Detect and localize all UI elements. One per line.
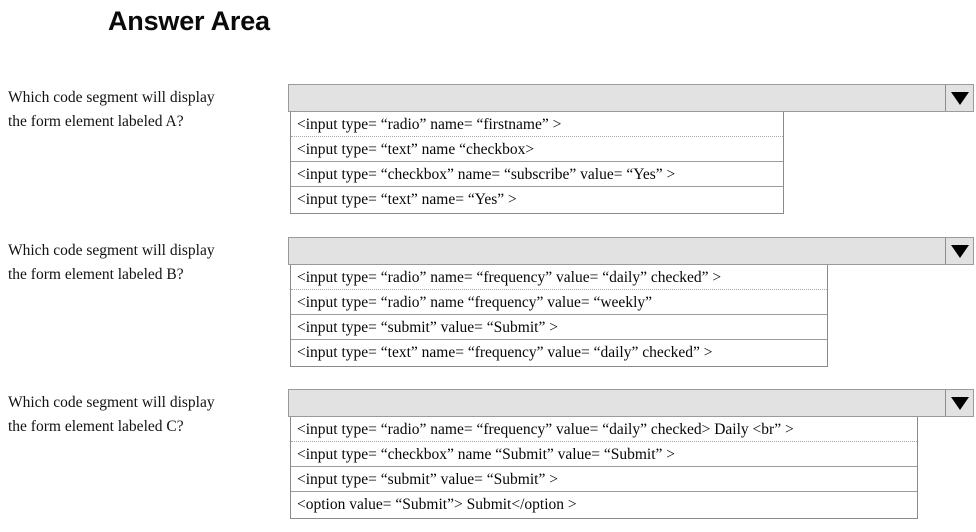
question-label-c-line2: the form element labeled C?	[8, 418, 184, 435]
dropdown-option[interactable]: <input type= “radio” name= “frequency” v…	[291, 265, 827, 290]
question-label-c: Which code segment will display the form…	[8, 391, 284, 439]
dropdown-select-c[interactable]	[288, 389, 974, 417]
question-label-c-line1: Which code segment will display	[8, 394, 215, 411]
dropdown-option[interactable]: <input type= “text” name= “frequency” va…	[291, 340, 827, 366]
dropdown-option[interactable]: <input type= “radio” name= “firstname” >	[291, 112, 783, 137]
dropdown-option[interactable]: <input type= “checkbox” name “Submit” va…	[291, 442, 917, 467]
question-label-a: Which code segment will display the form…	[8, 86, 284, 134]
dropdown-select-a[interactable]	[288, 84, 974, 112]
dropdown-toggle-a[interactable]	[945, 85, 973, 111]
question-label-b: Which code segment will display the form…	[8, 239, 284, 287]
dropdown-select-b[interactable]	[288, 237, 974, 265]
chevron-down-icon	[950, 244, 969, 258]
dropdown-option[interactable]: <input type= “submit” value= “Submit” >	[291, 467, 917, 492]
question-label-b-line1: Which code segment will display	[8, 242, 215, 259]
dropdown-option[interactable]: <input type= “text” name= “Yes” >	[291, 187, 783, 213]
question-label-a-line2: the form element labeled A?	[8, 113, 184, 130]
dropdown-options-c[interactable]: <input type= “radio” name= “frequency” v…	[290, 417, 918, 519]
dropdown-option[interactable]: <option value= “Submit”> Submit</option …	[291, 492, 917, 518]
dropdown-option[interactable]: <input type= “checkbox” name= “subscribe…	[291, 162, 783, 187]
dropdown-option[interactable]: <input type= “text” name “checkbox>	[291, 137, 783, 162]
dropdown-select-a-value	[289, 85, 945, 111]
dropdown-toggle-c[interactable]	[945, 390, 973, 416]
dropdown-toggle-b[interactable]	[945, 238, 973, 264]
dropdown-select-c-value	[289, 390, 945, 416]
page-title: Answer Area	[108, 6, 270, 36]
dropdown-option[interactable]: <input type= “radio” name “frequency” va…	[291, 290, 827, 315]
dropdown-options-b[interactable]: <input type= “radio” name= “frequency” v…	[290, 265, 828, 367]
chevron-down-icon	[950, 91, 969, 105]
dropdown-option[interactable]: <input type= “radio” name= “frequency” v…	[291, 417, 917, 442]
question-label-b-line2: the form element labeled B?	[8, 266, 184, 283]
dropdown-select-b-value	[289, 238, 945, 264]
question-label-a-line1: Which code segment will display	[8, 89, 215, 106]
chevron-down-icon	[950, 396, 969, 410]
dropdown-option[interactable]: <input type= “submit” value= “Submit” >	[291, 315, 827, 340]
dropdown-options-a[interactable]: <input type= “radio” name= “firstname” >…	[290, 112, 784, 214]
